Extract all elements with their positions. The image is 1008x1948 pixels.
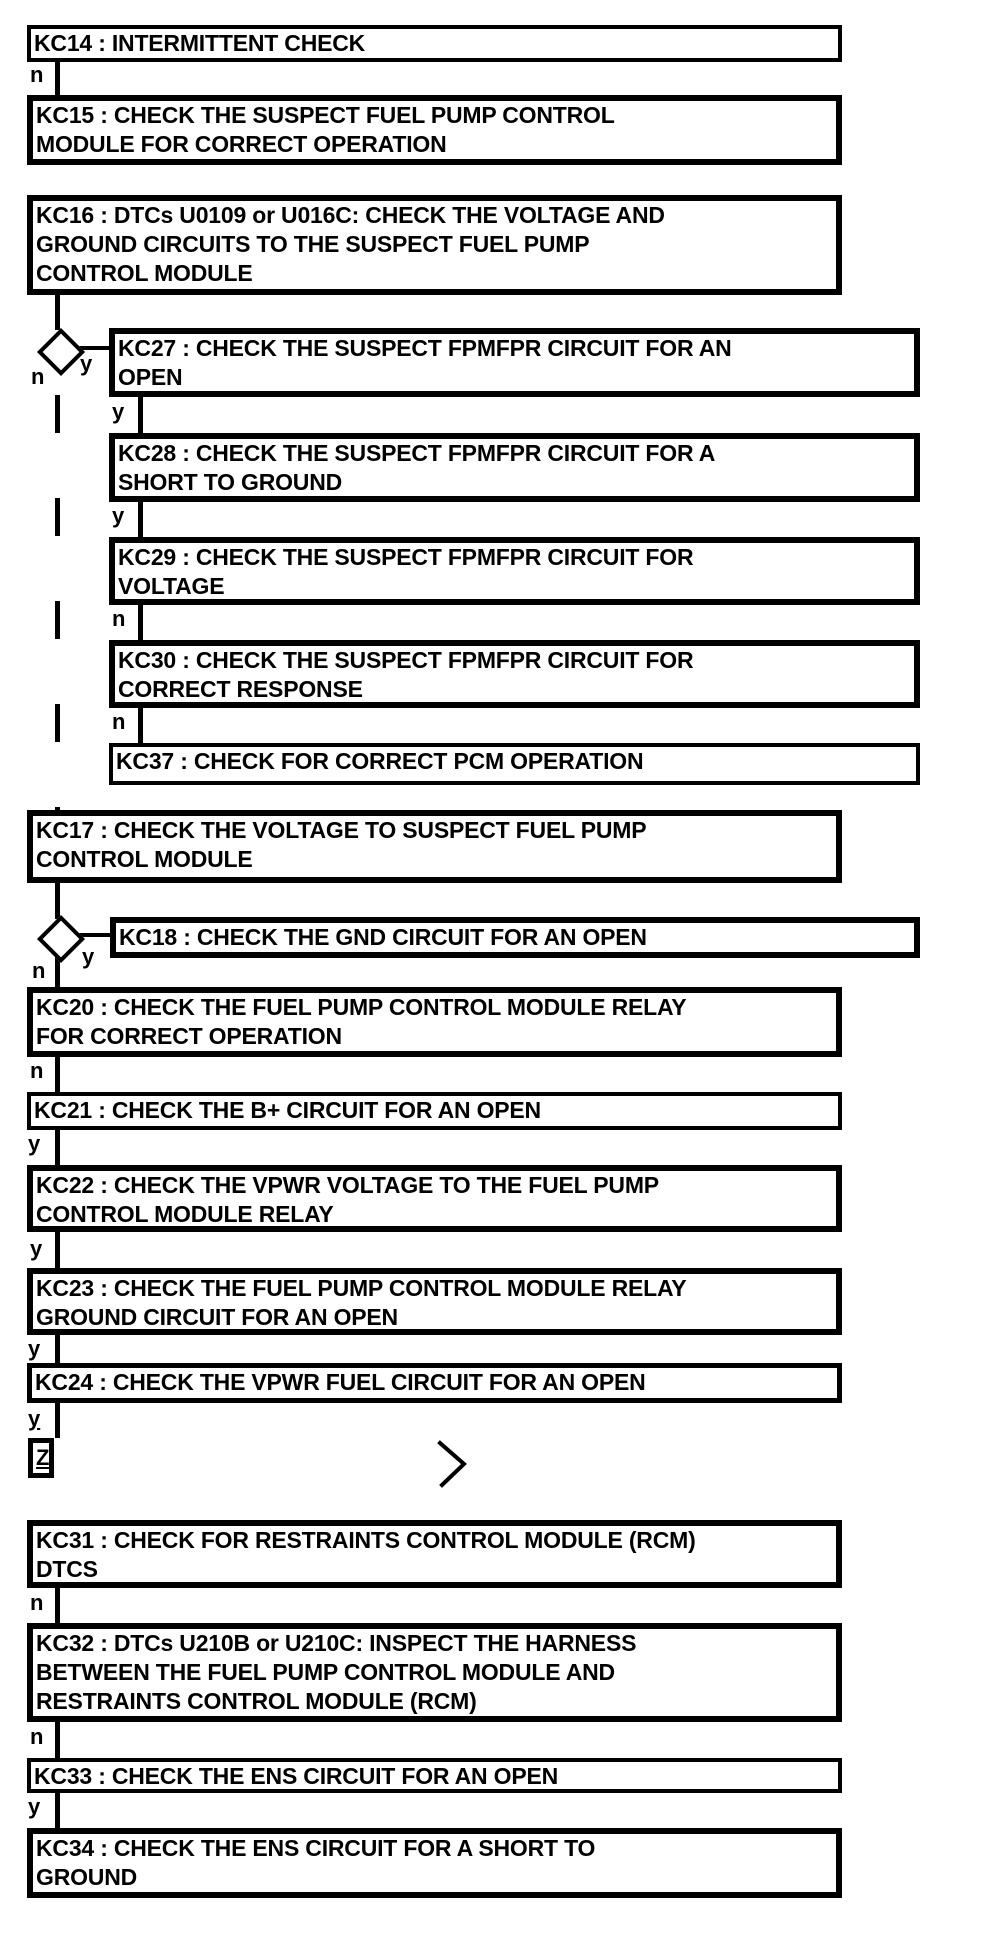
flow-box-kc37[interactable]: KC37 : CHECK FOR CORRECT PCM OPERATION [109, 743, 920, 785]
branch-label-kc27-yes: y [112, 399, 125, 424]
branch-label-diamond1-no: n [31, 364, 45, 389]
connector-line-diamond2-kc20 [55, 951, 60, 987]
connector-line-kc24-z [55, 1403, 60, 1438]
branch-label-kc29-no: n [112, 606, 126, 631]
flow-box-kc22[interactable]: KC22 : CHECK THE VPWR VOLTAGE TO THE FUE… [27, 1165, 842, 1232]
connector-line-kc22-kc23 [55, 1232, 60, 1268]
branch-label-kc31-no: n [30, 1590, 44, 1615]
flow-box-kc15[interactable]: KC15 : CHECK THE SUSPECT FUEL PUMP CONTR… [27, 95, 842, 165]
flow-box-kc30[interactable]: KC30 : CHECK THE SUSPECT FPMFPR CIRCUIT … [109, 640, 920, 708]
branch-line-diamond1-kc27 [73, 346, 111, 350]
branch-label-kc20-no: n [30, 1058, 44, 1083]
connector-line-kc14-kc15 [55, 62, 60, 95]
flow-box-kc16[interactable]: KC16 : DTCs U0109 or U016C: CHECK THE VO… [27, 195, 842, 295]
branch-label-kc28-yes: y [112, 503, 125, 528]
connector-line-kc27-kc28 [138, 397, 143, 433]
flow-box-kc24[interactable]: KC24 : CHECK THE VPWR FUEL CIRCUIT FOR A… [27, 1363, 842, 1403]
decision-diamond-kc17 [36, 914, 86, 964]
connector-line-kc33-kc34 [55, 1793, 60, 1828]
branch-label-kc22-yes: y [30, 1236, 43, 1261]
connector-line-kc20-kc21 [55, 1057, 60, 1092]
branch-label-kc24-yes[interactable]: y [28, 1406, 41, 1431]
flow-box-kc28[interactable]: KC28 : CHECK THE SUSPECT FPMFPR CIRCUIT … [109, 433, 920, 502]
flow-box-kc33[interactable]: KC33 : CHECK THE ENS CIRCUIT FOR AN OPEN [27, 1758, 842, 1793]
connector-line-kc29-kc30 [138, 605, 143, 640]
connector-line-kc30-kc37 [138, 708, 143, 743]
flow-box-kc18[interactable]: KC18 : CHECK THE GND CIRCUIT FOR AN OPEN [110, 917, 920, 958]
connector-line-kc31-kc32 [55, 1588, 60, 1623]
connector-line-kc23-kc24 [55, 1335, 60, 1363]
branch-label-diamond2-yes: y [82, 944, 95, 969]
connector-line-kc28-kc29 [138, 502, 143, 537]
continuation-chevron-icon [437, 1440, 467, 1488]
flow-box-kc27[interactable]: KC27 : CHECK THE SUSPECT FPMFPR CIRCUIT … [109, 328, 920, 397]
branch-label-diamond1-yes: y [80, 351, 93, 376]
connector-line-kc17-diamond2 [55, 883, 60, 919]
flow-box-kc14[interactable]: KC14 : INTERMITTENT CHECK [27, 25, 842, 62]
offpage-connector-z[interactable]: Z [28, 1438, 54, 1478]
flow-box-kc31[interactable]: KC31 : CHECK FOR RESTRAINTS CONTROL MODU… [27, 1520, 842, 1588]
flow-box-kc34[interactable]: KC34 : CHECK THE ENS CIRCUIT FOR A SHORT… [27, 1828, 842, 1898]
flow-box-kc29[interactable]: KC29 : CHECK THE SUSPECT FPMFPR CIRCUIT … [109, 537, 920, 605]
branch-label-kc30-no: n [112, 709, 126, 734]
flow-box-kc32[interactable]: KC32 : DTCs U210B or U210C: INSPECT THE … [27, 1623, 842, 1722]
connector-line-kc16-diamond1 [55, 295, 60, 330]
flow-box-kc17[interactable]: KC17 : CHECK THE VOLTAGE TO SUSPECT FUEL… [27, 810, 842, 883]
branch-line-diamond2-kc18 [73, 933, 112, 937]
flow-box-kc21[interactable]: KC21 : CHECK THE B+ CIRCUIT FOR AN OPEN [27, 1092, 842, 1130]
branch-label-kc33-yes: y [28, 1794, 41, 1819]
dashed-connector-diamond1-kc17 [55, 395, 60, 810]
flow-box-kc23[interactable]: KC23 : CHECK THE FUEL PUMP CONTROL MODUL… [27, 1268, 842, 1335]
branch-label-kc14-no: n [30, 62, 44, 87]
branch-label-kc21-yes: y [28, 1131, 41, 1156]
branch-label-kc32-no: n [30, 1724, 44, 1749]
branch-label-kc23-yes: y [28, 1336, 41, 1361]
connector-line-kc32-kc33 [55, 1722, 60, 1758]
connector-line-kc21-kc22 [55, 1130, 60, 1165]
flow-box-kc20[interactable]: KC20 : CHECK THE FUEL PUMP CONTROL MODUL… [27, 987, 842, 1057]
branch-label-diamond2-no: n [32, 958, 46, 983]
